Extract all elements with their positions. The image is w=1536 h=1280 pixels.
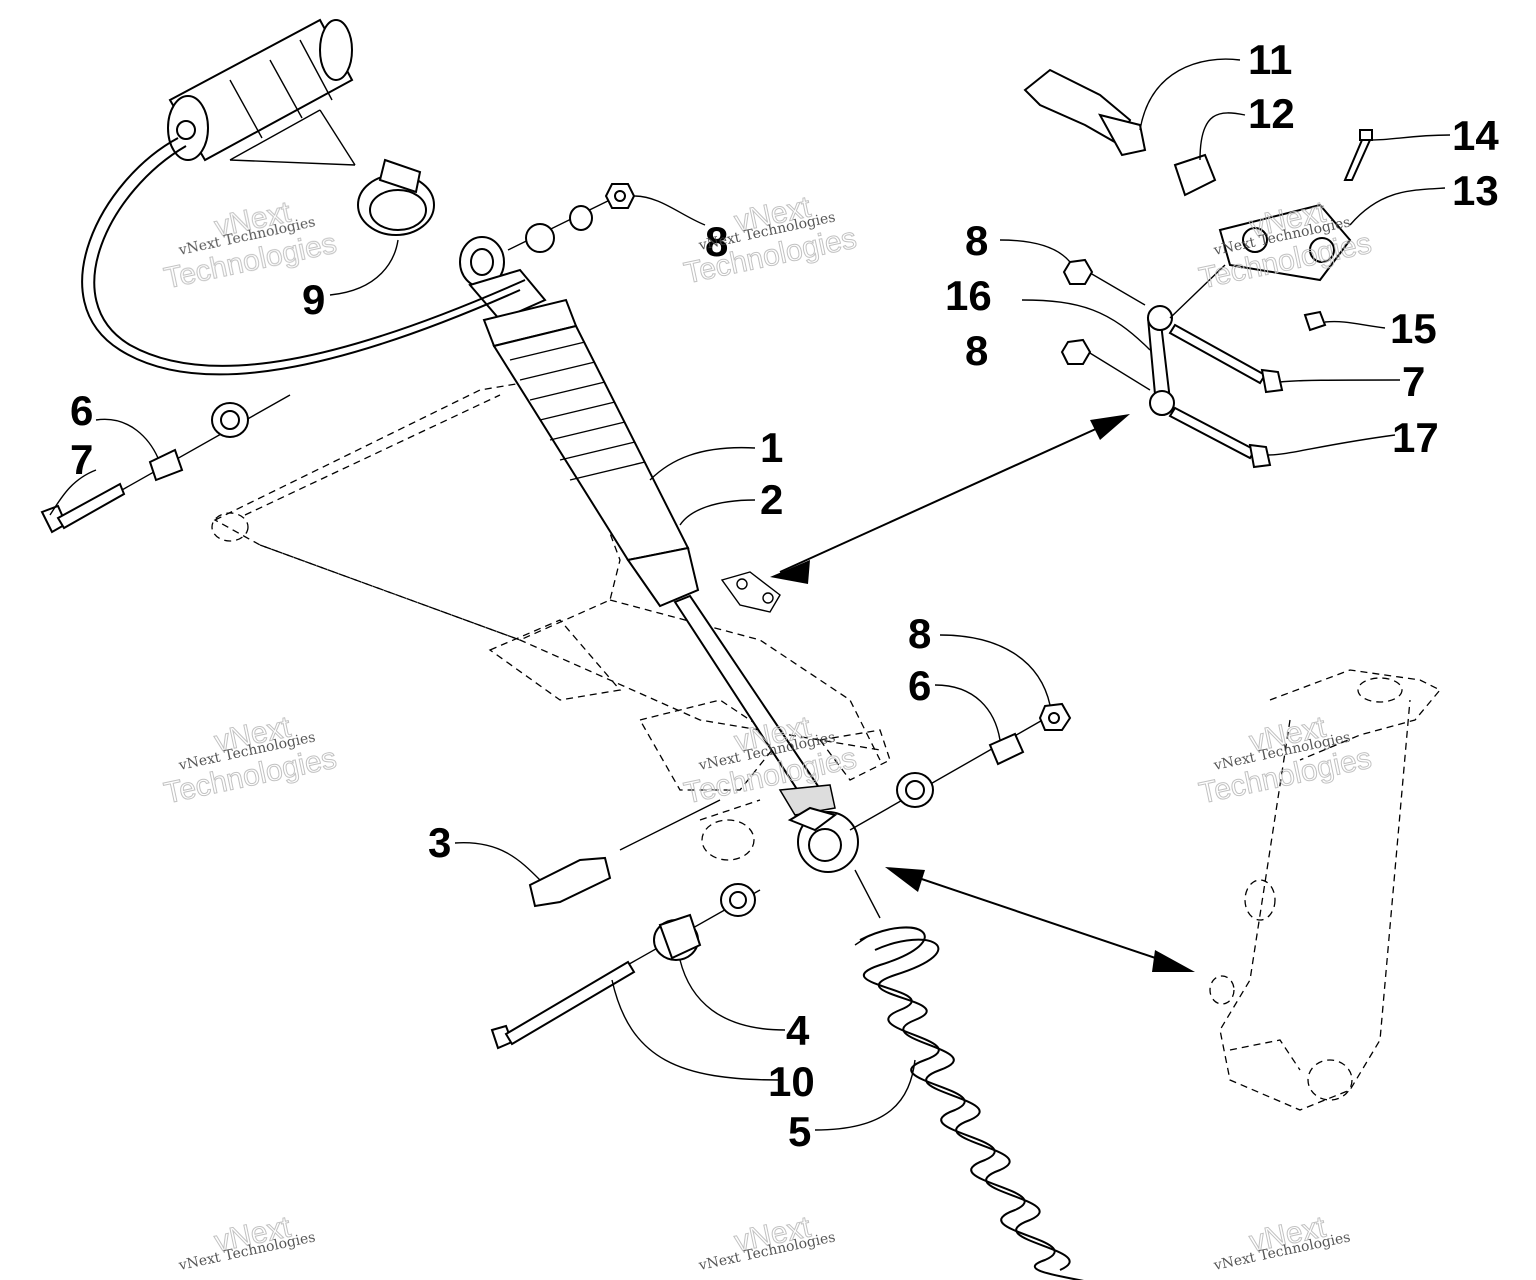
hose-clamp <box>229 109 435 236</box>
callout-3: 3 <box>428 819 451 866</box>
left-mount-hardware <box>40 394 291 534</box>
watermark-6: vNext Technologies vNext Technologies <box>1196 710 1375 811</box>
callout-16: 16 <box>945 272 992 319</box>
spindle <box>1209 669 1442 1111</box>
watermark-2: vNext Technologies vNext Technologies <box>681 190 860 291</box>
callout-6-right: 6 <box>908 662 931 709</box>
leader-lines <box>49 239 1401 1131</box>
watermark-3: vNext Technologies vNext Technologies <box>1196 195 1375 296</box>
callout-14: 14 <box>1452 112 1499 159</box>
callout-8-top: 8 <box>705 218 728 265</box>
callout-10: 10 <box>768 1058 815 1105</box>
watermark-4: vNext Technologies vNext Technologies <box>161 710 340 811</box>
frame-bracket <box>720 571 781 613</box>
coil-spring <box>854 869 1085 1280</box>
callout-8-linkage-upper: 8 <box>965 217 988 264</box>
watermark-8: vNext vNext Technologies <box>697 1210 837 1274</box>
callout-labels: 1 2 3 4 5 6 6 7 7 8 8 8 8 9 10 11 12 13 … <box>70 36 1499 1155</box>
callout-13: 13 <box>1452 167 1499 214</box>
callout-15: 15 <box>1390 305 1437 352</box>
callout-7-left: 7 <box>70 436 93 483</box>
callout-4: 4 <box>786 1007 810 1054</box>
callout-8-lower: 8 <box>908 610 931 657</box>
shock-reservoir <box>81 18 526 376</box>
watermark-9: vNext vNext Technologies <box>1212 1210 1352 1274</box>
shock-absorber <box>459 236 859 873</box>
watermark-7: vNext vNext Technologies <box>177 1210 317 1274</box>
callout-5: 5 <box>788 1108 811 1155</box>
a-arm-frame <box>211 379 891 861</box>
callout-6-left: 6 <box>70 387 93 434</box>
callout-8-linkage-lower: 8 <box>965 327 988 374</box>
callout-11: 11 <box>1248 36 1292 83</box>
callout-2: 2 <box>760 476 783 523</box>
callout-12: 12 <box>1248 90 1295 137</box>
assembly-arrows <box>770 414 1195 972</box>
watermarks: vNext Technologies vNext Technologies vN… <box>161 190 1375 1274</box>
callout-7-right: 7 <box>1402 358 1425 405</box>
upper-mount-hardware <box>507 183 706 253</box>
shock-ribbing <box>509 341 646 481</box>
callout-1: 1 <box>760 424 783 471</box>
steering-linkage <box>1021 58 1451 469</box>
lower-pivot-hardware <box>490 702 1072 1050</box>
callout-17: 17 <box>1392 414 1439 461</box>
callout-9: 9 <box>302 276 325 323</box>
